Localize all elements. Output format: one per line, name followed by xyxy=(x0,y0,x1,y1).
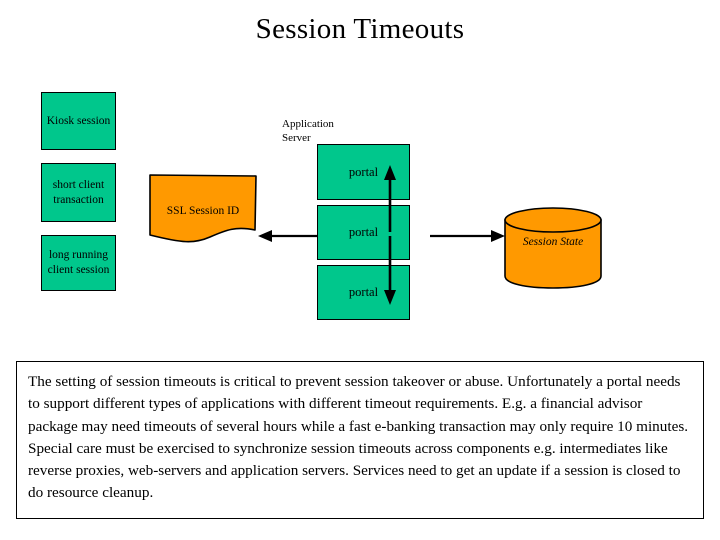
arrow-portal-to-session-state xyxy=(430,230,505,242)
client-box-long-running-client-session[interactable]: long running client session xyxy=(41,235,116,291)
page-title: Session Timeouts xyxy=(255,13,465,45)
client-box-label: short client transaction xyxy=(52,178,105,206)
ssl-session-id-label: SSL Session ID xyxy=(166,205,240,217)
portal-box-middle[interactable]: portal xyxy=(317,205,410,260)
session-state-label: Session State xyxy=(522,236,584,248)
note-box: The setting of session timeouts is criti… xyxy=(16,361,704,519)
application-server-label: Application Server xyxy=(282,118,334,144)
portal-box-label: portal xyxy=(348,285,379,299)
portal-box-top[interactable]: portal xyxy=(317,144,410,200)
portal-box-bottom[interactable]: portal xyxy=(317,265,410,320)
ssl-session-id-shape[interactable] xyxy=(148,173,258,245)
session-state-cylinder[interactable] xyxy=(503,206,603,290)
note-text: The setting of session timeouts is criti… xyxy=(28,373,689,502)
client-box-label: long running client session xyxy=(47,249,110,276)
portal-box-label: portal xyxy=(348,164,379,179)
portal-box-label: portal xyxy=(348,225,379,239)
arrow-portal-to-ssl xyxy=(258,230,318,242)
client-box-short-client-transaction[interactable]: short client transaction xyxy=(41,163,116,222)
client-box-label: Kiosk session xyxy=(46,114,111,127)
client-box-kiosk-session[interactable]: Kiosk session xyxy=(41,92,116,150)
